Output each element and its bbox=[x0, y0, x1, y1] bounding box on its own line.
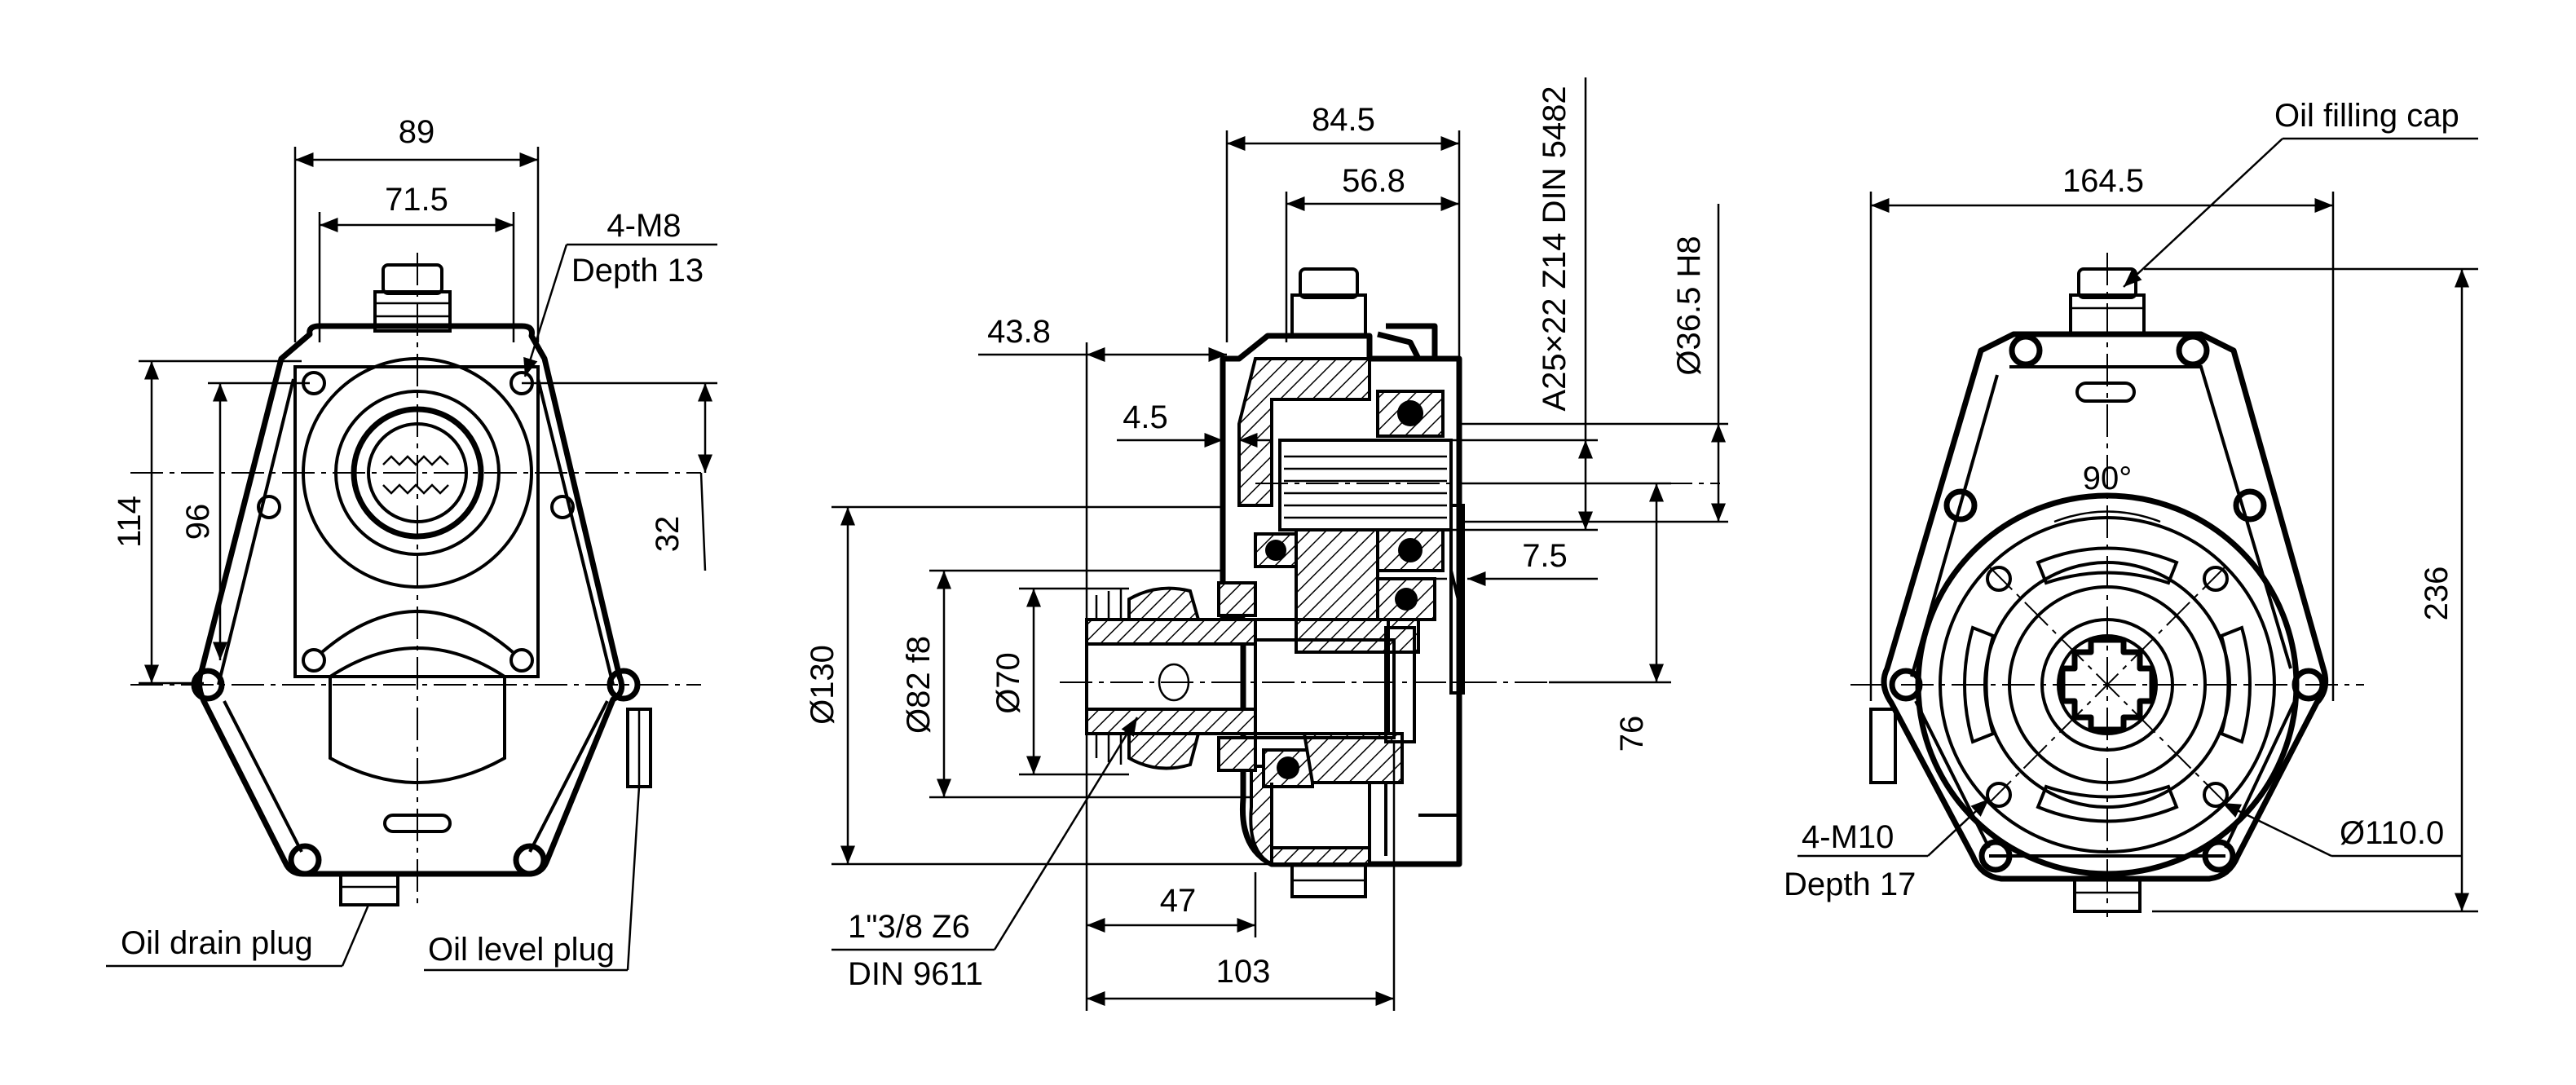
dim-7-5: 7.5 bbox=[1522, 538, 1568, 574]
dim-114: 114 bbox=[112, 496, 148, 548]
dim-47: 47 bbox=[1160, 883, 1197, 919]
level-plug-icon bbox=[626, 708, 652, 788]
label-4-m10: 4-M10 bbox=[1802, 819, 1894, 855]
label-shaft-spec: 1"3/8 Z6 bbox=[848, 909, 970, 945]
dim-236: 236 bbox=[2419, 567, 2455, 621]
dim-dia-130: Ø130 bbox=[805, 645, 840, 725]
dim-89: 89 bbox=[399, 114, 435, 150]
dim-71-5: 71.5 bbox=[385, 182, 448, 218]
dim-164-5: 164.5 bbox=[2062, 163, 2144, 199]
kidney-slots bbox=[1963, 546, 2252, 823]
side-view: 84.5 56.8 43.8 4.5 7.5 47 103 Ø130 bbox=[805, 77, 1728, 1011]
label-depth-13: Depth 13 bbox=[571, 253, 704, 289]
label-oil-filling-cap: Oil filling cap bbox=[2274, 98, 2459, 134]
breather-cap-icon bbox=[373, 263, 452, 333]
dim-84-5: 84.5 bbox=[1312, 102, 1375, 138]
dim-103: 103 bbox=[1216, 954, 1271, 990]
dim-90-deg: 90° bbox=[2083, 461, 2133, 496]
label-depth-17: Depth 17 bbox=[1784, 867, 1916, 902]
bore-dia: Ø36.5 H8 bbox=[1671, 236, 1707, 375]
rear-view: 90° 164.5 236 Oil filling cap 4-M10 Dept… bbox=[1784, 98, 2478, 917]
spline-gear-icon bbox=[1278, 439, 1453, 531]
dim-dia-70: Ø70 bbox=[990, 652, 1026, 714]
dim-43-8: 43.8 bbox=[987, 314, 1051, 350]
seal-icon bbox=[1127, 581, 1257, 772]
dim-56-8: 56.8 bbox=[1342, 163, 1405, 199]
spline-spec: A25×22 Z14 DIN 5482 bbox=[1537, 86, 1573, 411]
label-shaft-std: DIN 9611 bbox=[848, 956, 983, 992]
dim-76: 76 bbox=[1614, 716, 1650, 752]
dim-4-5: 4.5 bbox=[1123, 399, 1168, 435]
bearing-icon bbox=[1254, 390, 1445, 788]
dim-32: 32 bbox=[650, 516, 686, 553]
front-view: 89 71.5 114 96 32 4-M8 Depth 13 Oil drai… bbox=[106, 114, 717, 972]
label-oil-drain-plug: Oil drain plug bbox=[121, 925, 313, 961]
label-oil-level-plug: Oil level plug bbox=[428, 932, 615, 968]
side-breather-cap-icon bbox=[1290, 267, 1367, 337]
label-4-m8: 4-M8 bbox=[607, 208, 681, 244]
rear-bolt-holes bbox=[1889, 333, 2326, 873]
dim-dia-82: Ø82 f8 bbox=[901, 636, 937, 734]
dim-96: 96 bbox=[180, 504, 216, 540]
drain-plug-icon bbox=[339, 872, 399, 906]
dim-dia-110: Ø110.0 bbox=[2340, 815, 2444, 851]
